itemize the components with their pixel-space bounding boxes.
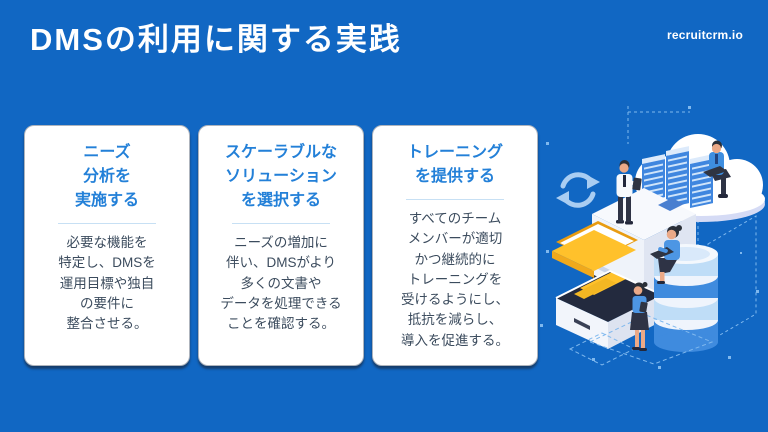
cards-row: ニーズ 分析を 実施する 必要な機能を 特定し、DMSを 運用目標や独自 の要件…	[24, 125, 538, 366]
card-divider	[58, 223, 156, 224]
page-title: DMSの利用に関する実践	[30, 22, 402, 57]
card-provide-training: トレーニング を提供する すべてのチーム メンバーが適切 かつ継続的に トレーニ…	[372, 125, 538, 366]
cloud-dms-illustration	[540, 102, 768, 372]
man-on-tower-figure	[616, 160, 642, 225]
card-divider	[232, 223, 330, 224]
card-needs-analysis: ニーズ 分析を 実施する 必要な機能を 特定し、DMSを 運用目標や独自 の要件…	[24, 125, 190, 366]
card-divider	[406, 199, 504, 200]
brand-logo: recruitcrm.io	[667, 28, 743, 42]
standing-woman-figure	[630, 282, 649, 351]
card-body: すべてのチーム メンバーが適切 かつ継続的に トレーニングを 受けるようにし、 …	[401, 211, 509, 348]
card-heading: トレーニング を提供する	[406, 144, 503, 185]
woman-on-database-figure	[650, 225, 682, 284]
man-on-cloud-figure	[703, 140, 731, 198]
card-body: 必要な機能を 特定し、DMSを 運用目標や独自 の要件に 整合させる。	[58, 235, 156, 331]
yellow-folders-icon	[552, 221, 638, 278]
card-heading: スケーラブルな ソリューション を選択する	[224, 144, 337, 209]
card-body: ニーズの増加に 伴い、DMSがより 多くの文書や データを処理できる ことを確認…	[220, 235, 342, 331]
card-scalable-solution: スケーラブルな ソリューション を選択する ニーズの増加に 伴い、DMSがより …	[198, 125, 364, 366]
illustration-svg	[540, 106, 765, 369]
sync-arrows-icon	[556, 172, 600, 208]
card-heading: ニーズ 分析を 実施する	[74, 144, 139, 209]
